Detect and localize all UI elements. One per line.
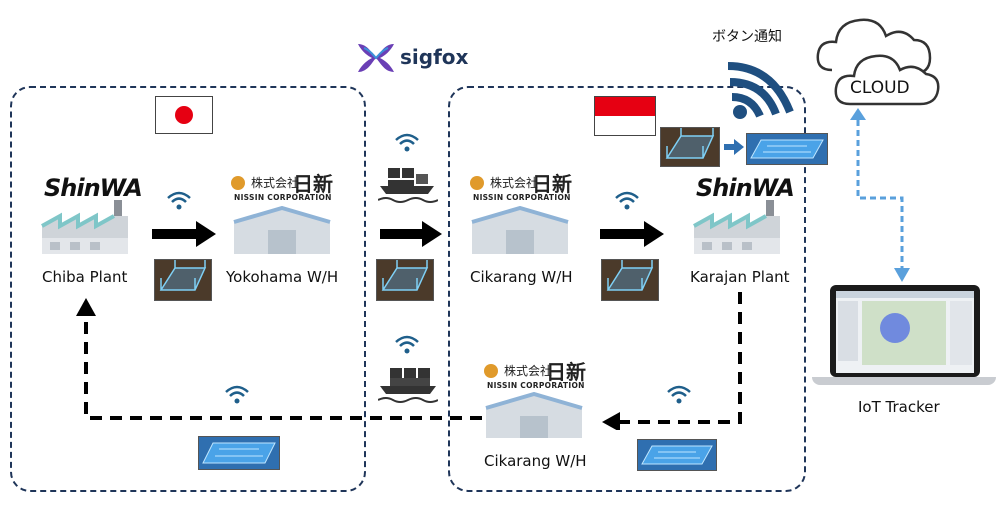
nissin-logo-cikarang-return: 株式会社 日新 NISSIN CORPORATION — [484, 360, 594, 394]
pallet-photo-frame-top — [660, 127, 720, 167]
cloud-label: CLOUD — [850, 78, 910, 98]
pallet-photo-ship-out — [376, 259, 434, 301]
japan-region — [10, 86, 366, 492]
cloud-icon — [816, 18, 940, 106]
broadcast-wifi-icon — [727, 62, 794, 119]
arrow-cikarang-to-karajan — [600, 221, 664, 247]
arrow-return-to-chiba — [76, 298, 482, 420]
yokohama-wh-label: Yokohama W/H — [226, 268, 339, 286]
arrow-yokohama-to-cikarang — [380, 221, 442, 247]
indonesia-region — [448, 86, 806, 492]
warehouse-icon-yokohama — [233, 206, 331, 254]
pallet-photo-return-indonesia — [637, 439, 717, 471]
warehouse-icon-cikarang — [471, 206, 569, 254]
nissin-badge-icon — [231, 176, 245, 190]
iot-tracker-label: IoT Tracker — [858, 398, 940, 416]
cikarang-wh-label: Cikarang W/H — [470, 268, 573, 286]
nissin-badge-icon — [470, 176, 484, 190]
nissin-logo-yokohama: 株式会社 日新 NISSIN CORPORATION — [231, 172, 341, 206]
cikarang-wh-return-label: Cikarang W/H — [484, 452, 587, 470]
wifi-icon-return-indonesia — [667, 385, 691, 404]
nissin-logo-cikarang: 株式会社 日新 NISSIN CORPORATION — [470, 172, 580, 206]
laptop-base — [812, 377, 996, 385]
wifi-icon-ship-out — [395, 133, 419, 152]
sigfox-brand-text: sigfox — [400, 45, 469, 69]
nissin-badge-icon — [484, 364, 498, 378]
laptop-screen — [830, 285, 980, 377]
tracker-dashboard — [836, 291, 974, 373]
warehouse-icon-cikarang-return — [485, 392, 583, 438]
karajan-plant-label: Karajan Plant — [690, 268, 790, 286]
wifi-icon-ship-return — [395, 335, 419, 354]
conversion-arrow-icon — [724, 139, 744, 155]
wifi-icon-return-japan — [225, 385, 249, 404]
japan-flag — [155, 96, 213, 134]
indonesia-flag — [594, 96, 656, 136]
wifi-icon-indonesia-1 — [615, 191, 639, 210]
shinwa-logo-karajan: ShinWA — [696, 174, 795, 202]
arrow-chiba-to-yokohama — [152, 221, 216, 247]
factory-icon-chiba — [41, 200, 128, 254]
chiba-plant-label: Chiba Plant — [42, 268, 128, 286]
pallet-photo-return-japan — [198, 436, 280, 470]
pallet-photo-japan-1 — [154, 259, 212, 301]
japan-flag-sun — [175, 106, 193, 124]
pallet-photo-flat-top — [746, 133, 828, 165]
ship-icon-outbound — [378, 168, 438, 203]
factory-icon-karajan — [693, 200, 780, 254]
wifi-icon-japan-1 — [167, 191, 191, 210]
pallet-photo-indonesia-1 — [601, 259, 659, 301]
sigfox-logo-icon — [358, 44, 394, 72]
cloud-tracker-link — [850, 108, 910, 282]
ship-icon-return — [378, 368, 438, 403]
tracker-map-area-icon — [880, 313, 910, 343]
shinwa-logo-chiba: ShinWA — [44, 174, 143, 202]
button-notify-label: ボタン通知 — [712, 29, 782, 45]
arrow-karajan-to-cikarang-return — [602, 292, 742, 430]
